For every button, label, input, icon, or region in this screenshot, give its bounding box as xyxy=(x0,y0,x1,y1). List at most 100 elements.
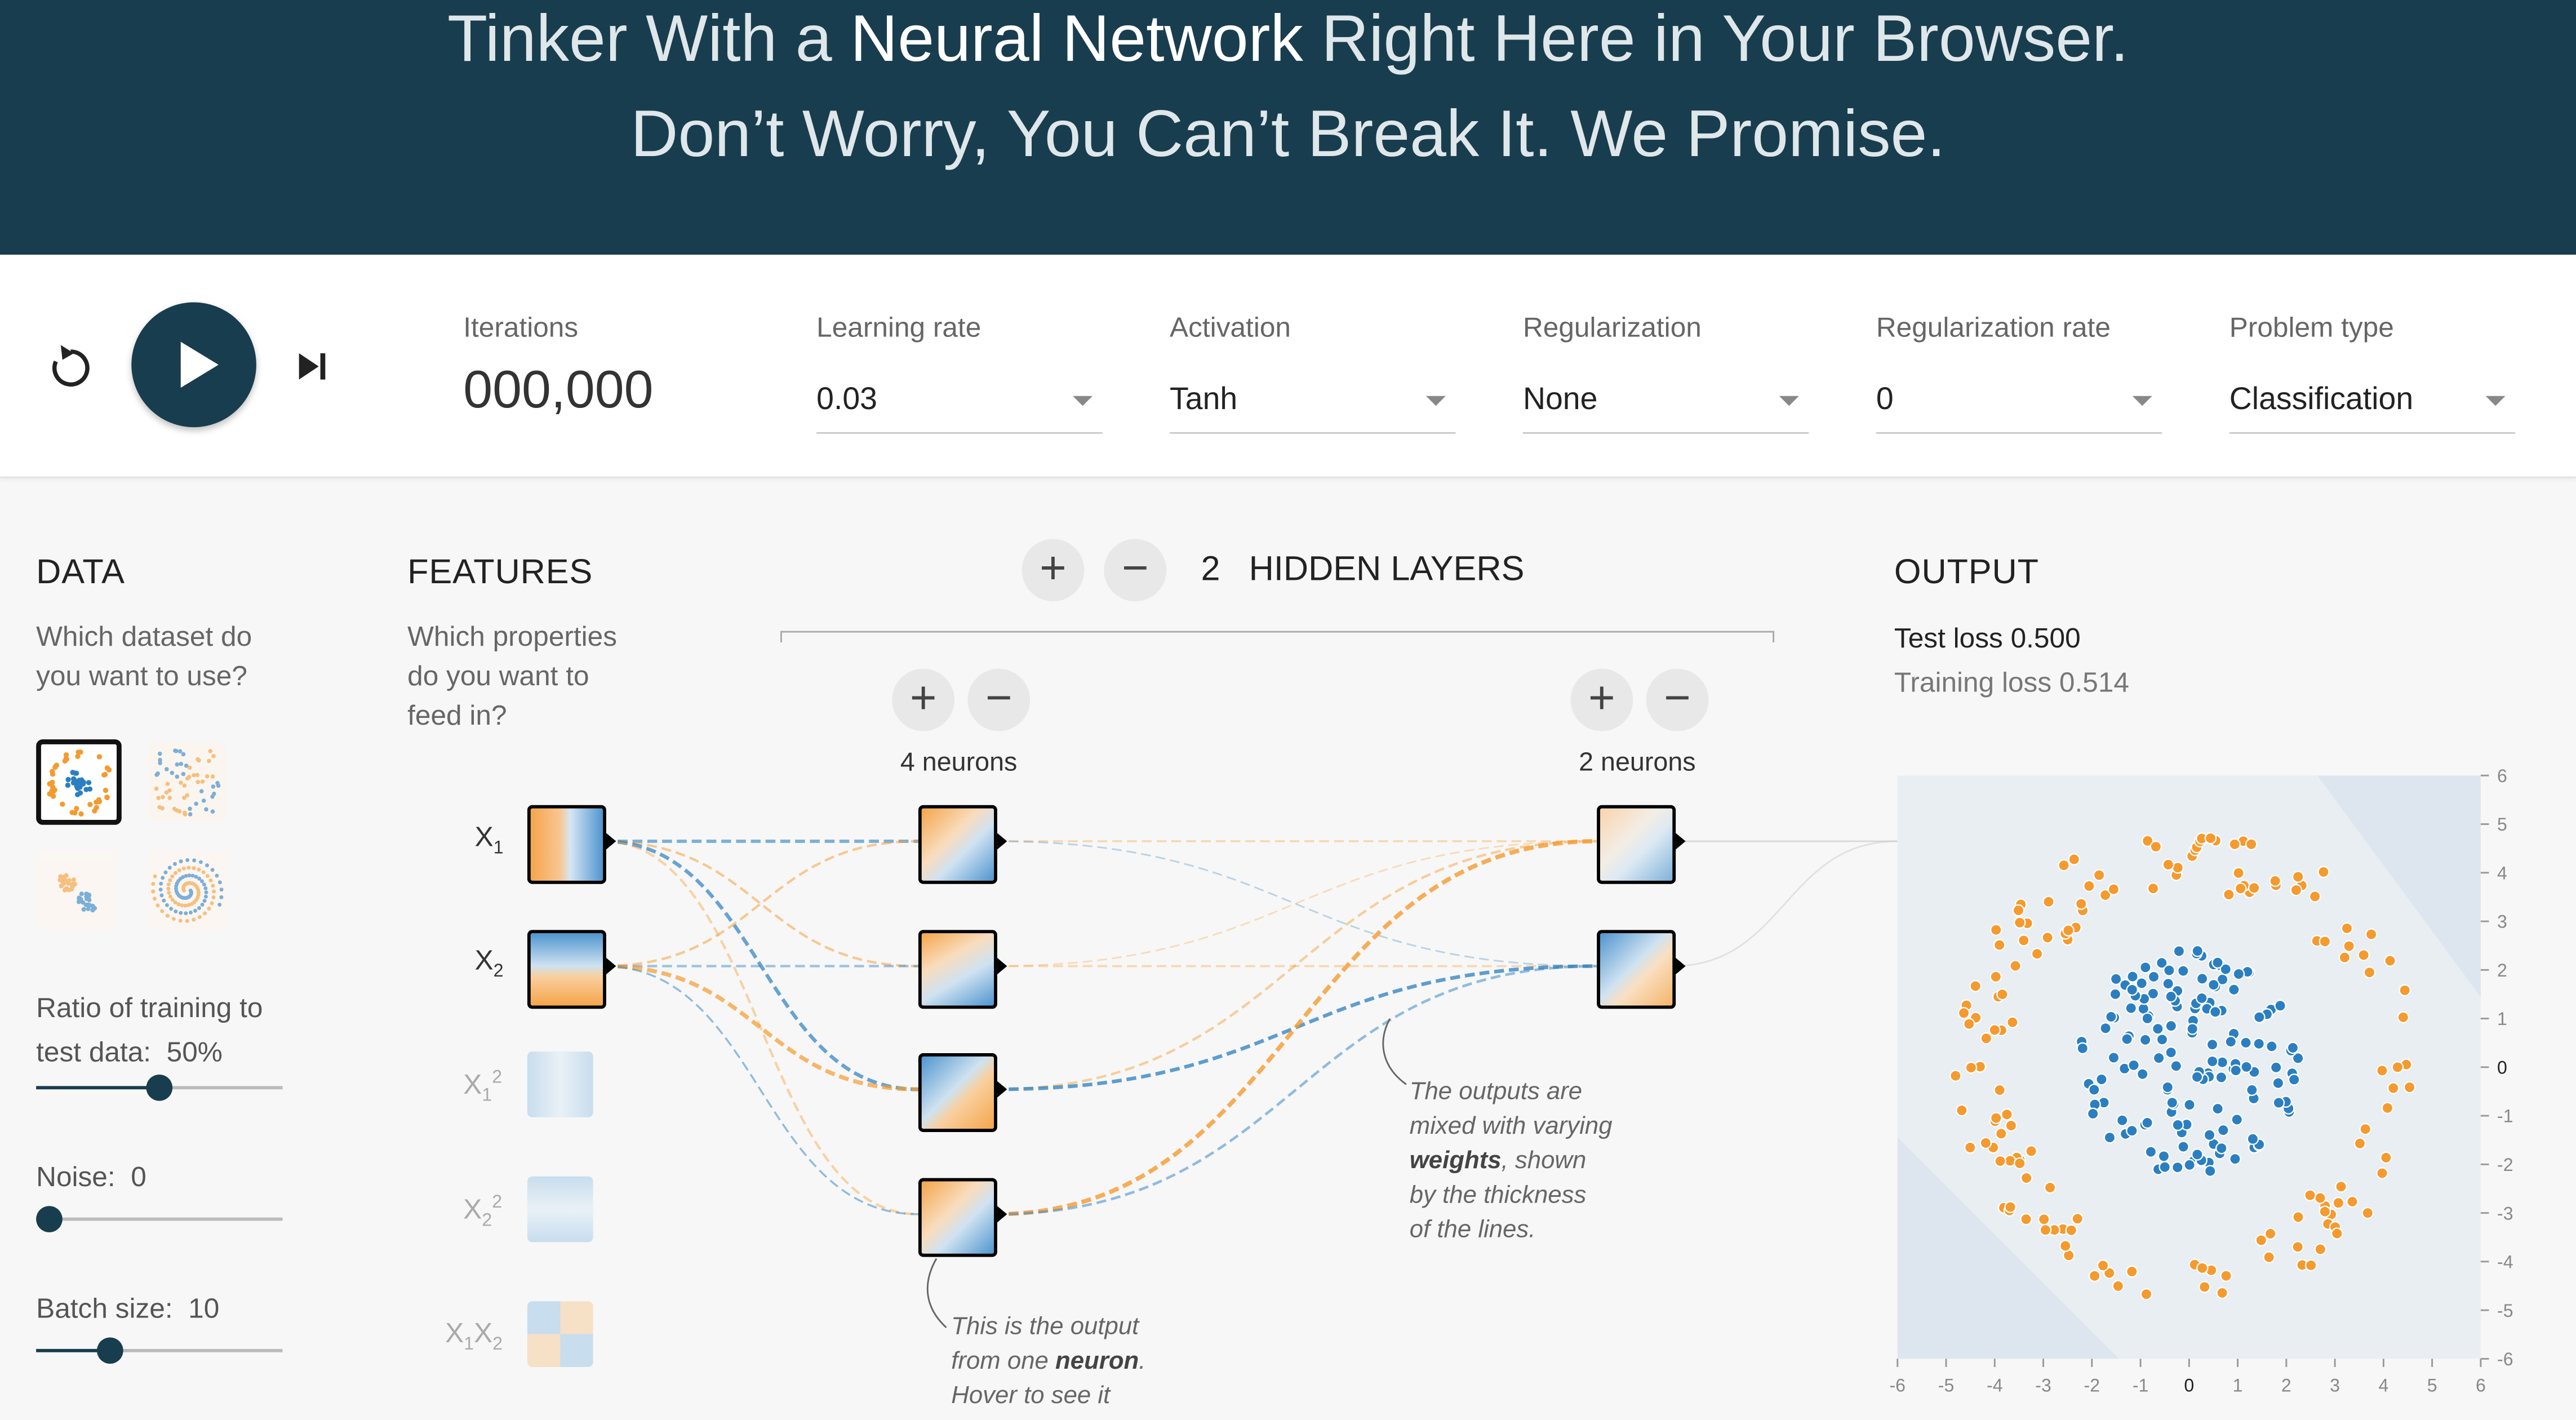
header-title-pre: Tinker With a xyxy=(447,3,851,76)
thumb-point xyxy=(54,762,60,768)
feature-node-x1[interactable] xyxy=(527,805,606,884)
step-icon xyxy=(299,353,326,380)
thumb-point xyxy=(69,887,74,892)
thumb-point xyxy=(200,779,205,784)
connection-link[interactable] xyxy=(603,965,918,1215)
data-point-blue xyxy=(2272,1097,2285,1109)
noise-label-text: Noise: xyxy=(36,1161,116,1193)
noise-slider-handle[interactable] xyxy=(36,1206,63,1232)
feature-node-x1x2[interactable] xyxy=(527,1301,593,1367)
batch-slider-track[interactable] xyxy=(36,1348,283,1352)
hidden-layers-heading: 2 HIDDEN LAYERS xyxy=(1201,551,1524,590)
connection-link[interactable] xyxy=(994,965,1597,1216)
add-neuron-layer2-button[interactable]: + xyxy=(1570,668,1633,731)
connection-link[interactable] xyxy=(994,840,1597,967)
data-point-orange xyxy=(2228,838,2241,851)
dataset-circle[interactable] xyxy=(36,739,122,825)
gauss-dataset-icon xyxy=(57,873,97,913)
y-tick-label: 4 xyxy=(2497,863,2507,883)
neuron-layer1-3[interactable] xyxy=(918,1053,997,1132)
play-button[interactable] xyxy=(131,302,256,428)
connection-link[interactable] xyxy=(603,964,918,1091)
thumb-point xyxy=(177,809,182,814)
ratio-slider-handle[interactable] xyxy=(146,1074,173,1101)
problem-type-select[interactable]: Classification xyxy=(2229,373,2516,434)
thumb-point xyxy=(104,765,110,771)
feature-node-x2[interactable] xyxy=(527,930,606,1009)
data-point-orange xyxy=(2041,931,2054,944)
connection-link[interactable] xyxy=(994,839,1597,1217)
x-tick-label: -5 xyxy=(1938,1375,1955,1396)
neuron-annotation-bold: neuron xyxy=(1055,1347,1139,1375)
data-point-blue xyxy=(2209,1005,2222,1018)
data-point-orange xyxy=(2088,1270,2101,1283)
neuron-layer1-1[interactable] xyxy=(918,805,997,884)
data-point-orange xyxy=(2291,871,2304,883)
thumb-point xyxy=(151,882,156,886)
noise-slider-track[interactable] xyxy=(36,1217,283,1221)
data-point-blue xyxy=(2109,973,2122,986)
connection-link[interactable] xyxy=(994,840,1597,1091)
thumb-point xyxy=(169,907,174,911)
connection-link[interactable] xyxy=(994,964,1597,1091)
data-point-blue xyxy=(2103,1131,2116,1144)
connection-link[interactable] xyxy=(603,840,918,968)
remove-neuron-layer1-button[interactable]: − xyxy=(967,668,1031,731)
reset-button[interactable] xyxy=(43,340,99,396)
thumb-point xyxy=(203,886,208,890)
connection-link[interactable] xyxy=(994,840,1597,967)
regularization-rate-value: 0 xyxy=(1876,383,1894,418)
data-point-orange xyxy=(2198,1281,2211,1293)
weights-annotation-line2: mixed with varying xyxy=(1409,1112,1613,1141)
neuron-annotation-line2: from one xyxy=(951,1347,1056,1375)
data-point-blue xyxy=(2208,978,2220,991)
data-point-blue xyxy=(2086,1107,2099,1120)
thumb-point xyxy=(170,770,175,775)
feature-node-x1sq[interactable] xyxy=(527,1051,593,1117)
output-title: OUTPUT xyxy=(1894,553,2039,592)
neuron-layer1-2[interactable] xyxy=(918,930,997,1009)
step-button[interactable] xyxy=(292,345,335,388)
thumb-point xyxy=(77,790,83,796)
connection-link[interactable] xyxy=(603,840,918,1215)
activation-select[interactable]: Tanh xyxy=(1170,373,1456,434)
neuron-layer2-2[interactable] xyxy=(1597,930,1676,1009)
remove-neuron-layer2-button[interactable]: − xyxy=(1646,668,1709,731)
data-point-blue xyxy=(2211,956,2224,969)
regularization-rate-select[interactable]: 0 xyxy=(1876,373,2162,434)
neuron-layer2-1[interactable] xyxy=(1597,805,1676,884)
thumb-point xyxy=(86,894,91,899)
thumb-point xyxy=(90,908,95,913)
data-point-orange xyxy=(2005,1119,2018,1132)
dataset-gauss[interactable] xyxy=(36,851,116,930)
thumb-point xyxy=(75,753,81,759)
remove-layer-button[interactable]: − xyxy=(1104,539,1167,602)
connection-link[interactable] xyxy=(1672,840,1898,967)
add-neuron-layer1-button[interactable]: + xyxy=(892,668,955,731)
connection-link[interactable] xyxy=(603,840,918,968)
weights-annotation-line4: by the thickness xyxy=(1409,1181,1587,1210)
learning-rate-select[interactable]: 0.03 xyxy=(816,373,1103,434)
dataset-xor[interactable] xyxy=(148,742,227,822)
thumb-point xyxy=(65,776,71,783)
connection-link[interactable] xyxy=(603,839,918,1091)
thumb-point xyxy=(185,918,189,923)
feature-node-x2sq[interactable] xyxy=(527,1176,593,1242)
thumb-point xyxy=(86,780,92,786)
thumb-point xyxy=(49,788,55,793)
data-point-blue xyxy=(2126,970,2139,983)
thumb-point xyxy=(164,790,169,795)
batch-slider-handle[interactable] xyxy=(97,1337,123,1364)
data-point-blue xyxy=(2125,1002,2138,1014)
data-point-blue xyxy=(2165,1019,2178,1032)
neuron-layer1-4[interactable] xyxy=(918,1178,997,1257)
add-layer-button[interactable]: + xyxy=(1021,539,1085,602)
dataset-spiral[interactable] xyxy=(148,851,227,930)
regularization-select[interactable]: None xyxy=(1522,373,1809,434)
thumb-point xyxy=(50,771,56,777)
chevron-down-icon xyxy=(2132,396,2152,406)
data-point-orange xyxy=(1988,1024,2001,1036)
data-point-orange xyxy=(2314,1192,2326,1204)
feature-x1x2-base2: X xyxy=(474,1317,493,1349)
